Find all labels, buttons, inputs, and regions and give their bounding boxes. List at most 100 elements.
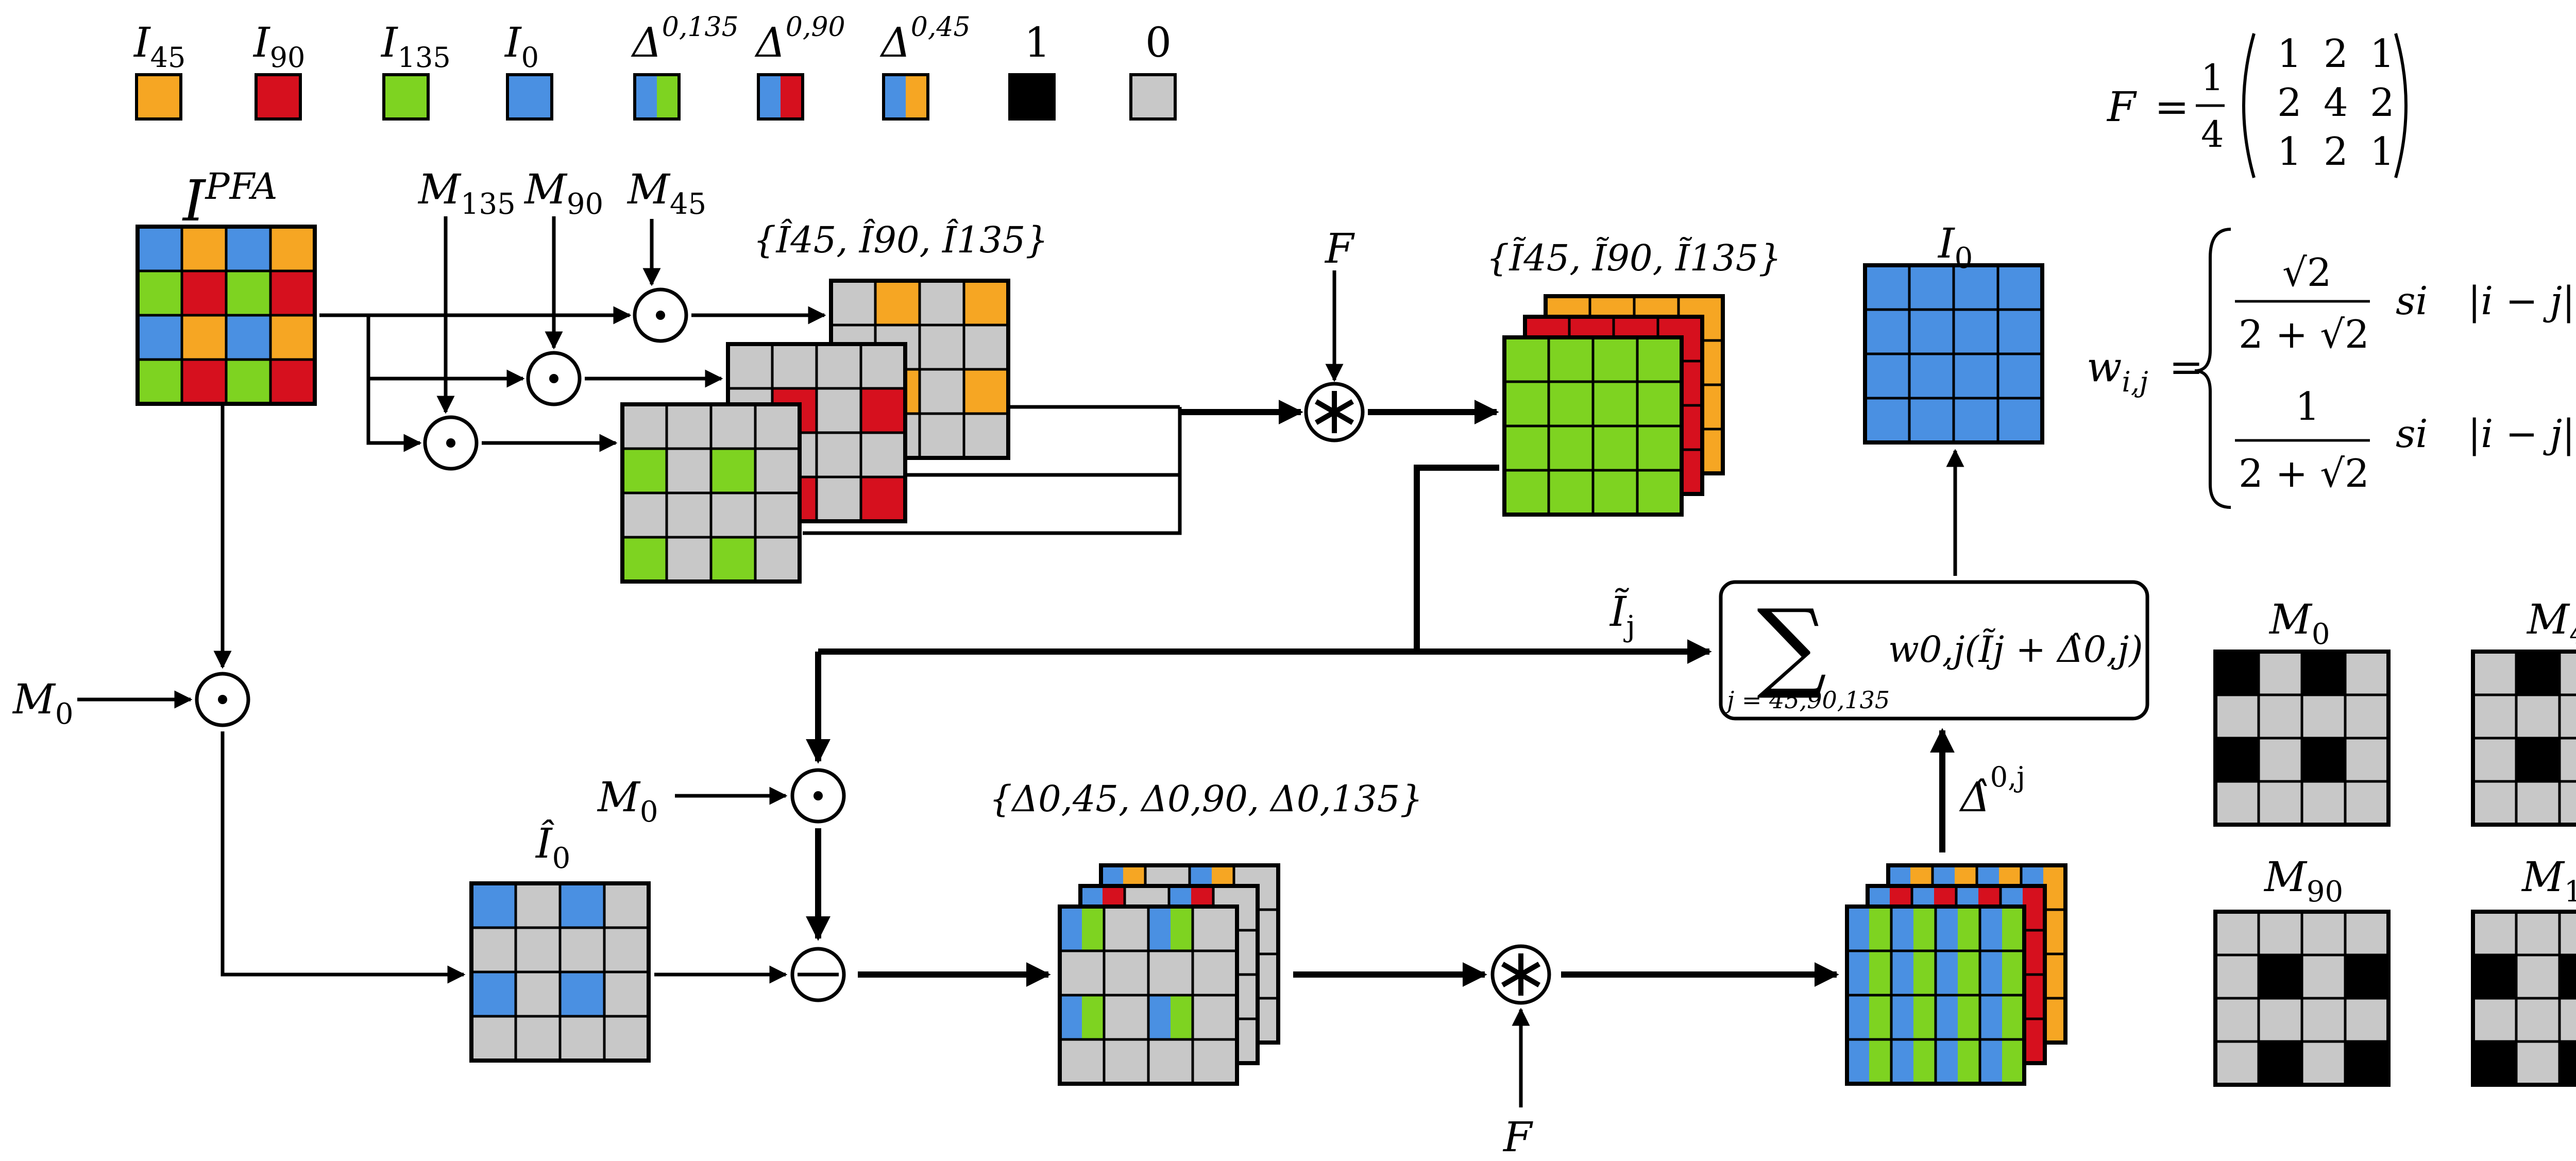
grid-mask-m135-cell [2558, 1040, 2576, 1086]
sum-range: j = 45,90,135 [1722, 686, 1890, 714]
grid-delta-135-cell [1191, 1038, 1239, 1085]
grid-mask-m45-cell [2515, 650, 2561, 696]
grid-hat-135-cell [621, 403, 668, 450]
grid-mask-m0-cell [2257, 650, 2303, 696]
grid-hat-135-cell [665, 491, 713, 539]
grid-dhat-135-cell [1845, 994, 1893, 1041]
grid-hat-90-cell [859, 343, 907, 390]
grid-mask-m0-cell [2214, 780, 2260, 826]
grid-mask-m0-cell [2257, 693, 2303, 740]
arrow-pfa-branch-m135 [366, 379, 422, 452]
grid-delta-135-cell [1103, 994, 1150, 1041]
grid-i0-out-cell [1952, 352, 1999, 400]
grid-mask-m0-cell [2214, 693, 2260, 740]
formula-f-matrix-entry: 4 [2324, 80, 2348, 125]
w-case2-num: 1 [2295, 384, 2320, 429]
grid-mask-m0-cell [2300, 737, 2347, 783]
grid-delta-135-cell [1191, 949, 1239, 997]
grid-i0-out-cell [1996, 397, 2044, 444]
grid-dhat-135-cell [1890, 994, 1937, 1041]
grid-hat-135 [620, 402, 802, 584]
hadamard-m0-mid [790, 768, 846, 824]
grid-delta-135 [1058, 904, 1239, 1086]
grid-dhat-135-cell [1978, 905, 2026, 952]
formula-w-eq: = [2169, 343, 2204, 391]
grid-mask-m45-cell [2471, 780, 2518, 826]
arrow-m0-hat-down [221, 731, 466, 984]
w-case2-den: 2 + √2 [2239, 451, 2369, 496]
grid-mask-m90-cell [2300, 1040, 2347, 1086]
grid-mask-m90-cell [2300, 910, 2347, 957]
w-case1-word: si [2396, 278, 2428, 323]
grid-mask-m0-cell [2214, 737, 2260, 783]
w-case2-cond: |i − j| ≠ 90 [2468, 411, 2576, 456]
hadamard-m0-left [195, 672, 250, 727]
grid-i0-out-cell [1952, 308, 1999, 355]
grid-pfa-cell [136, 225, 183, 272]
grid-pfa-cell [225, 225, 272, 272]
mask-label-m45: M45 [2526, 595, 2576, 651]
label-delta-hat: Δ̂0,j [1959, 761, 2025, 821]
grid-mask-m0-cell [2300, 650, 2347, 696]
mask-label-m135: M135 [2521, 853, 2576, 909]
grid-mask-m45-cell [2471, 737, 2518, 783]
grid-mask-m135-cell [2515, 953, 2561, 1000]
grid-i0-out-cell [1863, 308, 1911, 355]
grid-i0-out-cell [1863, 397, 1911, 444]
legend-label: 1 [1024, 19, 1050, 66]
grid-dhat-135-cell [1978, 949, 2026, 997]
grid-pfa-cell [269, 225, 316, 272]
labels: IPFA M135 M90 M45 {Î45, Î90, Î135} {Ĩ45,… [12, 165, 2025, 1161]
grid-i0-hat-cell [603, 1015, 650, 1062]
legend-item-i45: I45 [133, 19, 185, 121]
label-tilde-set: {Ĩ45, Ĩ90, Ĩ135} [1486, 237, 1782, 279]
grid-hat-45-cell [918, 368, 965, 415]
grid-hat-135-cell [621, 491, 668, 539]
grid-pfa-cell [225, 269, 272, 317]
grid-delta-135-cell [1103, 905, 1150, 952]
legend-item-i135: I135 [380, 19, 451, 121]
label-hat-set: {Î45, Î90, Î135} [753, 219, 1048, 261]
grid-hat-45-cell [874, 279, 921, 327]
grids [135, 225, 2576, 1087]
sum-box: ∑ j = 45,90,135 w0,j(Ĩj + Δ̂0,j) [1719, 580, 2149, 721]
formula-w-lhs: wi,j [2087, 343, 2148, 398]
operators [195, 287, 1551, 1005]
grid-dhat-135-cell [1978, 994, 2026, 1041]
grid-tilde-135 [1502, 335, 1684, 517]
grid-delta-135-cell [1058, 1038, 1106, 1085]
grid-hat-135-cell [754, 491, 801, 539]
grid-mask-m45-cell [2558, 650, 2576, 696]
grid-i0-out-cell [1996, 308, 2044, 355]
grid-pfa-cell [136, 269, 183, 317]
w-case1-den: 2 + √2 [2239, 312, 2369, 357]
legend-item-one: 1 [1008, 19, 1056, 121]
grid-mask-m135-cell [2515, 997, 2561, 1043]
legend-label: I0 [504, 19, 539, 74]
grid-mask-m90-cell [2257, 910, 2303, 957]
grid-delta-135-cell [1147, 994, 1194, 1041]
grid-hat-135-cell [665, 447, 713, 494]
grid-pfa-cell [225, 314, 272, 361]
grid-mask-m135-cell [2558, 910, 2576, 957]
grid-tilde-135-cell [1636, 469, 1683, 516]
grid-i0-hat [469, 881, 651, 1063]
grid-tilde-135-cell [1547, 336, 1595, 383]
grid-dhat-135 [1845, 904, 2026, 1086]
label-f-bottom: F [1502, 1113, 1533, 1161]
grid-pfa-cell [136, 314, 183, 361]
grid-mask-m135-cell [2471, 953, 2518, 1000]
grid-delta-135-cell [1103, 1038, 1150, 1085]
grid-hat-135-cell [754, 403, 801, 450]
grid-mask-m90-cell [2214, 910, 2260, 957]
grid-i0-hat-cell [558, 970, 606, 1018]
grid-tilde-135-cell [1503, 424, 1550, 472]
grid-pfa-cell [269, 358, 316, 405]
grid-tilde-135-cell [1503, 336, 1550, 383]
legend-swatch [382, 73, 430, 121]
formula-f-num: 1 [2201, 57, 2224, 99]
grid-pfa-cell [269, 269, 316, 317]
grid-i0-hat-cell [514, 882, 562, 929]
grid-dhat-135-cell [1890, 949, 1937, 997]
conv-bottom [1490, 944, 1551, 1005]
